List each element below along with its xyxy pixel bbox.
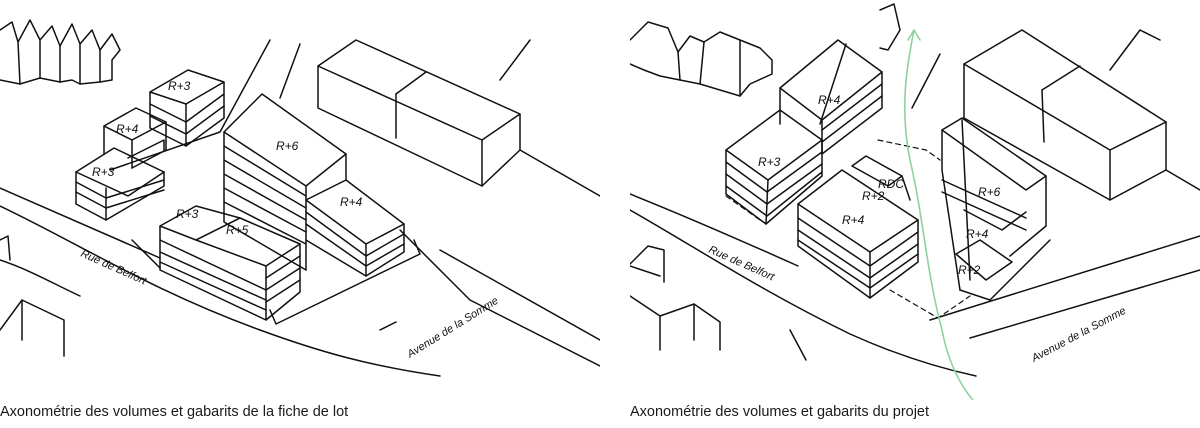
roads — [0, 39, 600, 377]
green-path-line — [904, 29, 975, 400]
block-r4-right — [305, 179, 405, 277]
street-name: Rue de Belfort — [707, 244, 777, 284]
street-name: Rue de Belfort — [79, 248, 149, 288]
height-label: R+4 — [842, 213, 865, 227]
block-r3-right — [725, 109, 823, 225]
blocks-top-right — [963, 29, 1167, 201]
height-label: R+4 — [966, 227, 989, 241]
buildings-bottom-left — [0, 235, 65, 357]
block-r3-low — [75, 139, 165, 221]
houses-top-left — [630, 3, 901, 97]
height-label: R+4 — [116, 122, 139, 136]
axonometry-fiche-de-lot: R+3 R+4 R+3 R+6 R+4 R+3 R+5 Rue de Belfo… — [0, 19, 600, 420]
height-label: R+2 — [862, 189, 885, 203]
height-label: RDC — [878, 177, 904, 191]
height-label: R+6 — [276, 139, 299, 153]
block-r6 — [223, 93, 347, 271]
roads — [630, 43, 1200, 377]
axonometry-projet: R+4 R+3 RDC R+2 R+4 R+6 R+4 R+2 Rue de B… — [630, 0, 1200, 428]
buildings-bottom-left — [630, 245, 721, 351]
height-label: R+4 — [818, 93, 841, 107]
blocks-top-right — [317, 39, 521, 187]
sketch-projet: R+4 R+3 RDC R+2 R+4 R+6 R+4 R+2 Rue de B… — [630, 3, 1200, 400]
arrow-up-icon — [907, 29, 921, 41]
street-name: Avenue de la Somme — [1029, 305, 1128, 365]
houses-top-left — [0, 19, 121, 85]
block-r6-right — [941, 117, 1051, 301]
height-label: R+3 — [176, 207, 199, 221]
sketch-fiche-de-lot: R+3 R+4 R+3 R+6 R+4 R+3 R+5 Rue de Belfo… — [0, 19, 600, 377]
height-label: R+3 — [758, 155, 781, 169]
height-label: R+3 — [92, 165, 115, 179]
height-label: R+3 — [168, 79, 191, 93]
caption-right: Axonométrie des volumes et gabarits du p… — [630, 404, 930, 420]
height-label: R+2 — [958, 263, 981, 277]
block-rdc-r2-r4 — [797, 155, 919, 299]
street-name: Avenue de la Somme — [404, 295, 500, 361]
block-r4-left — [103, 107, 167, 169]
height-label: R+6 — [978, 185, 1001, 199]
caption-left: Axonométrie des volumes et gabarits de l… — [0, 404, 349, 420]
height-label: R+5 — [226, 223, 249, 237]
block-r3-r5-front — [159, 205, 301, 321]
block-r3-top — [149, 69, 225, 147]
height-label: R+4 — [340, 195, 363, 209]
